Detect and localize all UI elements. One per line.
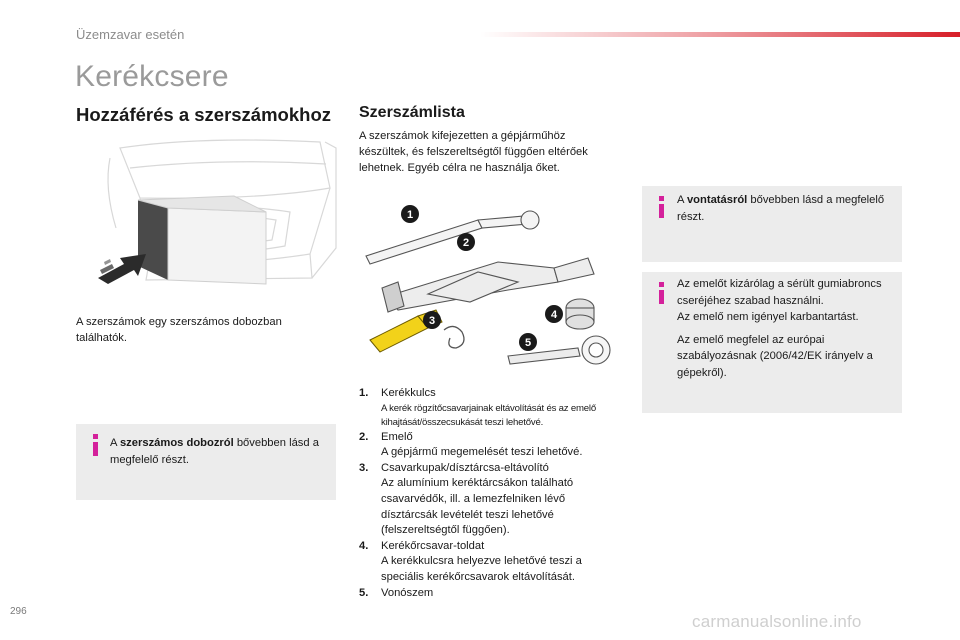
list-item: 4. Kerékőrcsavar-toldat A kerékkulcsra h… (359, 539, 582, 583)
wheel-brace (365, 210, 540, 265)
callout-3: 3 (423, 311, 441, 329)
tool-access-heading: Hozzáférés a szerszámokhoz (76, 104, 331, 125)
list-item: 2. Emelő A gépjármű megemelését teszi le… (359, 430, 583, 459)
info-icon (88, 434, 104, 456)
svg-text:5: 5 (525, 337, 531, 349)
callout-2: 2 (457, 233, 475, 251)
towing-eye (507, 335, 611, 365)
tools-illustration: 1 2 3 4 5 (365, 205, 611, 365)
page-number: 296 (10, 606, 27, 617)
info-icon (654, 196, 670, 218)
section-header: Üzemzavar esetén (76, 27, 185, 42)
callout-1: 1 (401, 205, 419, 223)
jack (381, 257, 595, 313)
svg-text:2: 2 (463, 237, 469, 249)
jack-info-box: Az emelőt kizárólag a sérült gumiabroncs… (642, 272, 902, 413)
tool-box-caption: A szerszámok egy szerszámos dobozban tal… (76, 316, 282, 344)
seat-toolbox-illustration (98, 139, 337, 285)
callout-5: 5 (519, 333, 537, 351)
svg-text:4: 4 (551, 309, 558, 321)
list-item: 1. Kerékkulcs A kerék rögzítőcsavarjaina… (359, 387, 596, 428)
list-item: 5. Vonószem (359, 586, 434, 599)
tool-list-intro: A szerszámok kifejezetten a gépjárműhöz … (359, 130, 588, 174)
svg-text:1: 1 (407, 209, 413, 221)
tool-list-heading: Szerszámlista (359, 104, 465, 121)
toolbox-info-box: A szerszámos dobozról bővebben lásd a me… (76, 424, 336, 500)
toolbox-info-text: A szerszámos dobozról bővebben lásd a me… (110, 437, 319, 466)
towing-info-text: A vontatásról bővebben lásd a megfelelő … (677, 194, 885, 223)
towing-info-box: A vontatásról bővebben lásd a megfelelő … (642, 186, 902, 262)
hook-wire (443, 325, 465, 349)
watermark: carmanualsonline.info (692, 612, 862, 631)
list-item: 3. Csavarkupak/dísztárcsa-eltávolító Az … (359, 461, 574, 537)
tool-list: 1. Kerékkulcs A kerék rögzítőcsavarjaina… (359, 386, 621, 601)
callout-4: 4 (545, 305, 563, 323)
svg-text:3: 3 (429, 315, 435, 327)
jack-info-text: Az emelőt kizárólag a sérült gumiabroncs… (677, 278, 882, 379)
header-accent-bar (480, 32, 960, 37)
info-icon (654, 282, 670, 304)
page-title: Kerékcsere (75, 60, 229, 93)
adaptor (565, 298, 595, 330)
